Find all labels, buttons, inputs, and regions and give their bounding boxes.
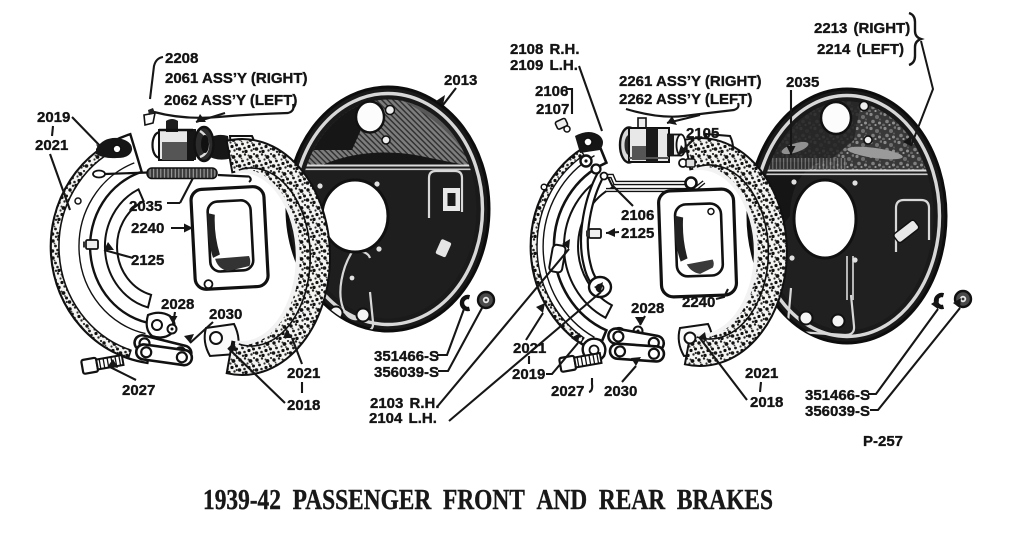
svg-text:2106: 2106	[535, 83, 568, 100]
svg-text:2103 R.H.: 2103 R.H.	[370, 395, 440, 412]
svg-text:2027: 2027	[551, 383, 584, 400]
svg-text:2105: 2105	[686, 125, 719, 142]
svg-text:2261 ASS’Y (RIGHT): 2261 ASS’Y (RIGHT)	[619, 73, 762, 90]
svg-text:2035: 2035	[786, 74, 819, 91]
svg-text:2062 ASS’Y (LEFT): 2062 ASS’Y (LEFT)	[164, 92, 297, 109]
svg-text:2018: 2018	[287, 397, 320, 414]
svg-text:356039-S: 356039-S	[805, 403, 870, 420]
svg-text:2104 L.H.: 2104 L.H.	[369, 410, 437, 427]
svg-text:2240: 2240	[131, 220, 164, 237]
svg-text:2240: 2240	[682, 294, 715, 311]
svg-text:2107: 2107	[536, 101, 569, 118]
svg-text:2208: 2208	[165, 50, 198, 67]
svg-text:P-257: P-257	[863, 433, 903, 450]
svg-text:2125: 2125	[621, 225, 654, 242]
svg-text:2018: 2018	[750, 394, 783, 411]
svg-text:2214 (LEFT): 2214 (LEFT)	[817, 41, 904, 58]
svg-text:2106: 2106	[621, 207, 654, 224]
svg-text:2109 L.H.: 2109 L.H.	[510, 57, 578, 74]
svg-text:2021: 2021	[287, 365, 320, 382]
svg-text:2061 ASS’Y (RIGHT): 2061 ASS’Y (RIGHT)	[165, 70, 308, 87]
svg-text:2108 R.H.: 2108 R.H.	[510, 41, 580, 58]
svg-text:2213 (RIGHT): 2213 (RIGHT)	[814, 20, 910, 37]
svg-text:2021: 2021	[35, 137, 68, 154]
svg-text:2021: 2021	[513, 340, 546, 357]
svg-text:2125: 2125	[131, 252, 164, 269]
svg-text:351466-S: 351466-S	[374, 348, 439, 365]
svg-text:2019: 2019	[512, 366, 545, 383]
svg-text:2021: 2021	[745, 365, 778, 382]
svg-text:351466-S: 351466-S	[805, 387, 870, 404]
svg-text:2013: 2013	[444, 72, 477, 89]
svg-text:1939-42 PASSENGER FRONT AND: 1939-42 PASSENGER FRONT AND REAR BRAKES	[203, 484, 773, 516]
svg-text:2027: 2027	[122, 382, 155, 399]
svg-text:2019: 2019	[37, 109, 70, 126]
svg-text:356039-S: 356039-S	[374, 364, 439, 381]
svg-text:2030: 2030	[209, 306, 242, 323]
svg-text:2262 ASS’Y (LEFT): 2262 ASS’Y (LEFT)	[619, 91, 752, 108]
svg-text:2028: 2028	[631, 300, 664, 317]
svg-text:2035: 2035	[129, 198, 162, 215]
svg-text:2028: 2028	[161, 296, 194, 313]
svg-text:2030: 2030	[604, 383, 637, 400]
